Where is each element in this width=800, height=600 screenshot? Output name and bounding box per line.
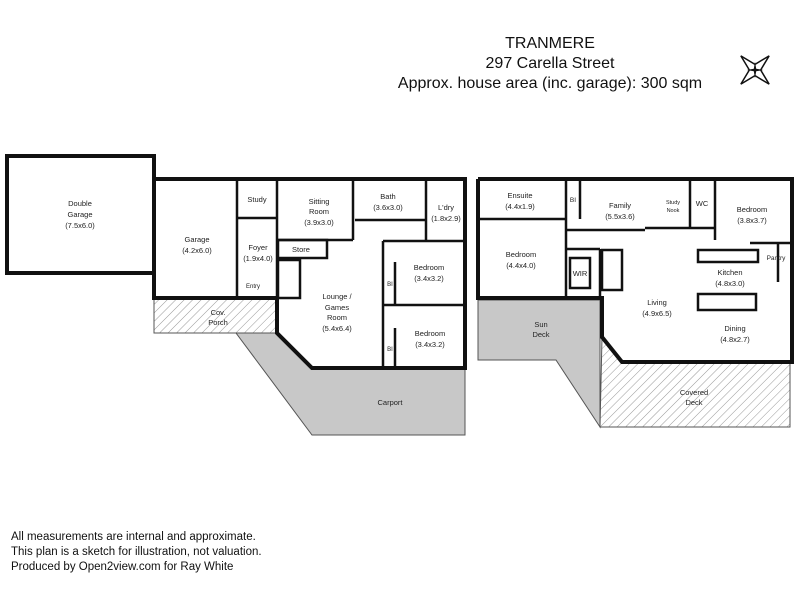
room-label-bi: BI (387, 347, 393, 353)
room-size-dining: (4.8x2.7) (720, 335, 750, 344)
room-size-family: (5.5x3.6) (605, 212, 635, 221)
note-producer: Produced by Open2view.com for Ray White (11, 561, 234, 573)
room-size-laundry: (1.8x2.9) (431, 214, 461, 223)
stairs (600, 248, 624, 292)
room-label-bedroom: Bedroom (737, 205, 767, 214)
room-label-sitting: Sitting (309, 197, 330, 206)
room-size-bedroom: (3.4x3.2) (414, 274, 444, 283)
room-label-study: Study (247, 195, 266, 204)
room-label-laundry: L'dry (438, 203, 454, 212)
room-label-covered-deck-2: Deck (685, 398, 702, 407)
room-label-garage: Garage (184, 235, 209, 244)
note-sketch: This plan is a sketch for illustration, … (11, 546, 262, 558)
room-label-living: Living (647, 298, 667, 307)
room-label-bath: Bath (380, 192, 395, 201)
covered-deck-area (599, 335, 791, 428)
disclaimer-notes: All measurements are internal and approx… (11, 530, 262, 575)
room-size-bedroom: (3.8x3.7) (737, 216, 767, 225)
kitchen-bench (696, 248, 760, 264)
upper-outline (476, 177, 794, 364)
room-label-bi: BI (387, 282, 393, 288)
room-size-bedroom: (4.4x4.0) (506, 261, 536, 270)
stairs (276, 258, 302, 300)
room-label-study-nook: Study (666, 200, 680, 206)
room-size-bedroom: (3.4x3.2) (415, 340, 445, 349)
room-label-bi: BI (570, 197, 576, 204)
room-label-double-garage: Double (68, 199, 92, 208)
room-size-sitting: (3.9x3.0) (304, 218, 334, 227)
svg-text:Double: Double (68, 199, 92, 208)
room-label-porch: Cov. (211, 308, 226, 317)
room-label-wir: WIR (573, 269, 588, 278)
room-label-dining: Dining (724, 324, 745, 333)
room-size-living: (4.9x6.5) (642, 309, 672, 318)
room-label-foyer: Foyer (248, 243, 268, 252)
room-label-bedroom: Bedroom (415, 329, 445, 338)
room-label-bedroom: Bedroom (506, 250, 536, 259)
room-label-study-nook-2: Nook (667, 208, 680, 214)
room-size-garage: (4.2x6.0) (182, 246, 212, 255)
house-area: Approx. house area (inc. garage): 300 sq… (397, 75, 703, 92)
room-label-sun-deck: Sun (534, 320, 547, 329)
note-measurements: All measurements are internal and approx… (11, 531, 256, 543)
kitchen-island (696, 292, 758, 312)
room-label-pantry: Pantry (767, 255, 787, 262)
room-label-family: Family (609, 201, 631, 210)
room-size-bath: (3.6x3.0) (373, 203, 403, 212)
room-label-entry: Entry (246, 284, 260, 290)
room-label-carport: Carport (377, 398, 403, 407)
suburb-name: TRANMERE (505, 35, 595, 52)
lower-floor: Double Garage (7.5x6.0) Garage (4.2x6.0)… (5, 154, 467, 436)
street-address: 297 Carella Street (485, 55, 615, 72)
room-label-wc: WC (696, 199, 709, 208)
room-label-sun-deck-2: Deck (532, 330, 549, 339)
room-label-bedroom: Bedroom (414, 263, 444, 272)
room-size-ensuite: (4.4x1.9) (505, 202, 535, 211)
room-size-lounge: (5.4x6.4) (322, 324, 352, 333)
compass-icon (740, 55, 770, 85)
room-label-lounge-3: Room (327, 313, 347, 322)
room-size-foyer: (1.9x4.0) (243, 254, 273, 263)
room-size-kitchen: (4.8x3.0) (715, 279, 745, 288)
room-label-store: Store (292, 245, 310, 254)
room-label-kitchen: Kitchen (717, 268, 742, 277)
room-label-porch-2: Porch (208, 318, 228, 327)
room-label-double-garage-2: Garage (67, 210, 92, 219)
room-label-ensuite: Ensuite (507, 191, 532, 200)
plan-title: TRANMERE 297 Carella Street Approx. hous… (380, 34, 720, 94)
room-label-lounge-2: Games (325, 303, 349, 312)
main-outline (152, 177, 467, 370)
upper-floor: Ensuite (4.4x1.9) BI Family (5.5x3.6) St… (476, 177, 794, 429)
room-size-double-garage: (7.5x6.0) (65, 221, 95, 230)
room-label-lounge: Lounge / (322, 292, 352, 301)
room-label-covered-deck: Covered (680, 388, 708, 397)
room-label-sitting-2: Room (309, 207, 329, 216)
